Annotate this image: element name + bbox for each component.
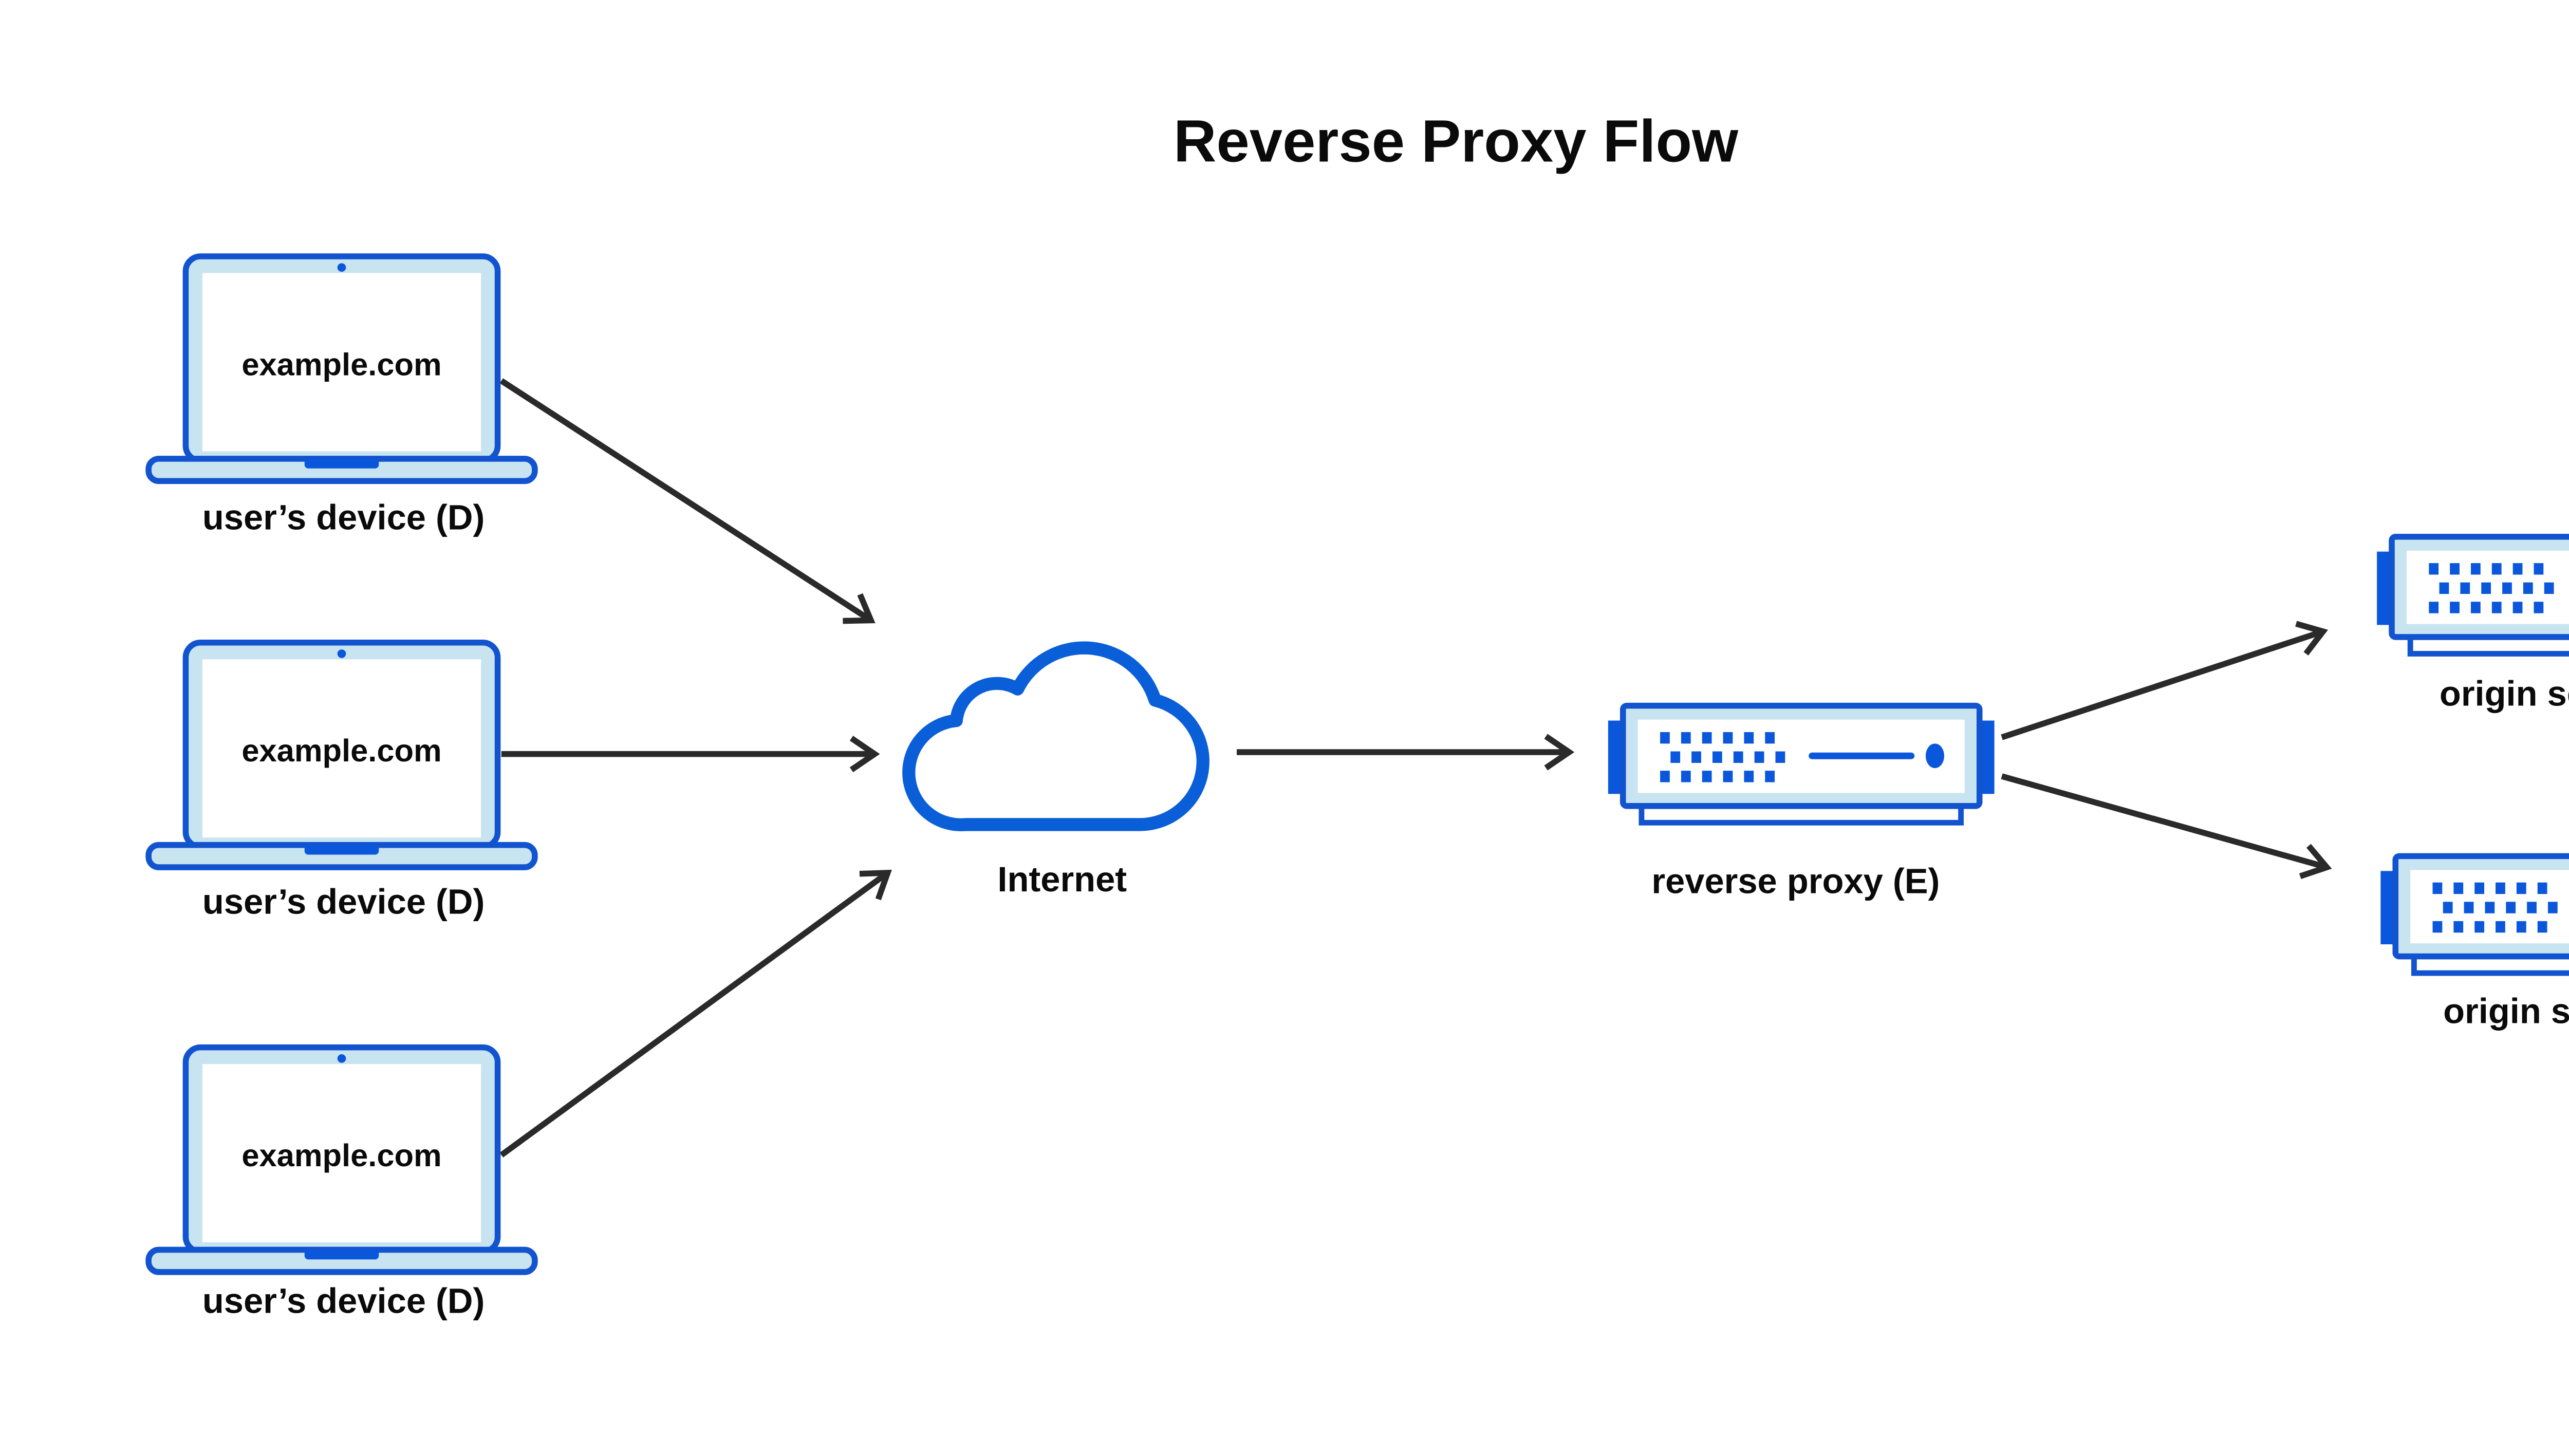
arrow-reverse-proxy-to-origin1 <box>2001 621 2329 740</box>
server-icon <box>2380 856 2569 973</box>
node-reverse-proxy: reverse proxy (E) <box>1608 706 1995 901</box>
node-origin-server-1: origin server (F) <box>2377 537 2569 714</box>
page-title: Reverse Proxy Flow <box>1174 108 1739 175</box>
origin-server-label: origin server (F) <box>2440 674 2569 714</box>
reverse-proxy-label: reverse proxy (E) <box>1651 862 1940 901</box>
node-user-device-1: example.com user’s device (D) <box>148 256 535 537</box>
server-icon <box>2377 537 2569 654</box>
device-label: user’s device (D) <box>202 1281 485 1320</box>
arrow-device3-to-internet <box>499 869 892 1158</box>
node-user-device-3: example.com user’s device (D) <box>148 1048 535 1320</box>
server-icon <box>1608 706 1995 823</box>
arrow-device1-to-internet <box>499 378 876 624</box>
device-screen-text: example.com <box>241 347 441 382</box>
edge-arrows <box>499 378 2332 1158</box>
node-origin-server-2: origin server (F) <box>2380 856 2569 1031</box>
device-screen-text: example.com <box>241 1138 441 1173</box>
origin-server-label: origin server (F) <box>2443 992 2569 1031</box>
node-internet: Internet <box>902 641 1209 899</box>
device-label: user’s device (D) <box>202 882 485 921</box>
device-label: user’s device (D) <box>202 497 485 537</box>
internet-label: Internet <box>997 860 1127 899</box>
device-screen-text: example.com <box>241 733 441 769</box>
arrow-reverse-proxy-to-origin2 <box>2001 773 2332 879</box>
node-user-device-2: example.com user’s device (D) <box>148 643 535 921</box>
cloud-icon <box>902 641 1209 831</box>
